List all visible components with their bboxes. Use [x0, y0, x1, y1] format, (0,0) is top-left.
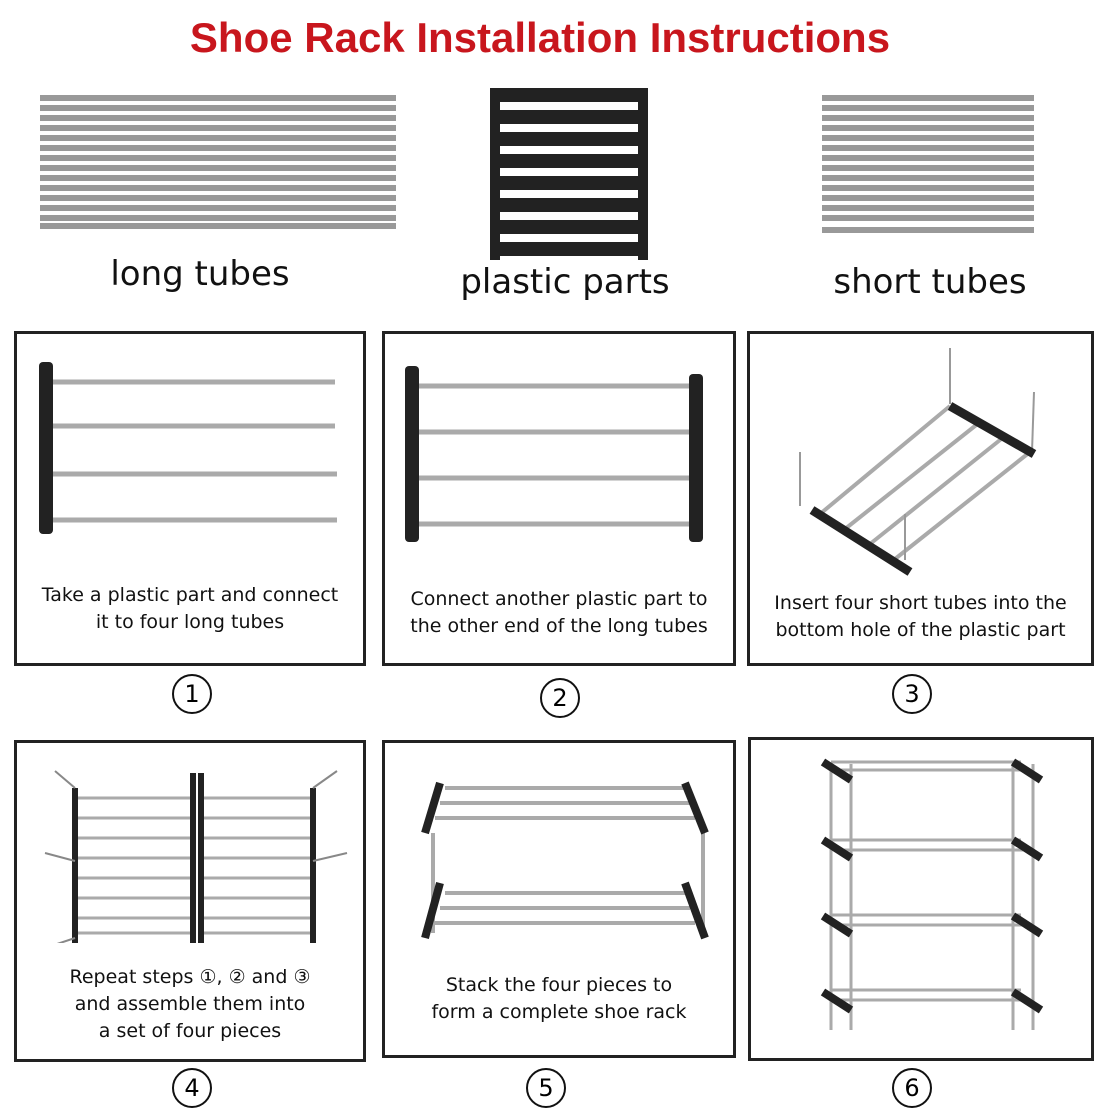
- long-tubes-label: long tubes: [110, 254, 290, 294]
- step-6-number: 6: [892, 1068, 932, 1108]
- step-6-panel: [748, 737, 1094, 1061]
- step-1-panel: Take a plastic part and connect it to fo…: [14, 331, 366, 666]
- step-4-panel: Repeat steps ①, ② and ③ and assemble the…: [14, 740, 366, 1062]
- short-tubes-image: [822, 95, 1034, 233]
- step-1-caption-line-1: Take a plastic part and connect: [41, 584, 339, 606]
- step-4-caption-line-2: and assemble them into: [74, 993, 306, 1015]
- step-2-illustration: [405, 366, 703, 542]
- step-4-illustration: [44, 770, 348, 943]
- step-4-number: 4: [172, 1068, 212, 1108]
- step-2-panel: Connect another plastic part to the othe…: [382, 331, 736, 666]
- step-5-caption-line-2: form a complete shoe rack: [431, 1001, 687, 1023]
- step-2-number: 2: [540, 678, 580, 718]
- page-title: Shoe Rack Installation Instructions: [189, 14, 891, 61]
- step-4-caption-line-1: Repeat steps ①, ② and ③: [69, 966, 311, 988]
- step-3-panel: Insert four short tubes into the bottom …: [747, 331, 1094, 666]
- step-5-panel: Stack the four pieces to form a complete…: [382, 740, 736, 1058]
- step-3-caption-line-2: bottom hole of the plastic part: [775, 619, 1066, 641]
- plastic-parts-label: plastic parts: [460, 262, 670, 302]
- step-4-caption-line-3: a set of four pieces: [98, 1020, 282, 1042]
- step-5-caption-line-1: Stack the four pieces to: [445, 974, 673, 996]
- plastic-parts-image: [490, 88, 648, 260]
- step-2-caption-line-2: the other end of the long tubes: [410, 615, 708, 637]
- step-2-caption-line-1: Connect another plastic part to: [410, 588, 708, 610]
- step-6-illustration: [820, 758, 1044, 1030]
- step-3-illustration: [799, 348, 1037, 576]
- step-1-illustration: [39, 362, 337, 534]
- step-5-illustration: [421, 781, 709, 940]
- short-tubes-label: short tubes: [833, 262, 1027, 302]
- step-1-caption-line-2: it to four long tubes: [95, 611, 285, 633]
- step-3-caption-line-1: Insert four short tubes into the: [774, 592, 1067, 614]
- step-5-number: 5: [526, 1068, 566, 1108]
- step-3-number: 3: [892, 674, 932, 714]
- step-1-number: 1: [172, 674, 212, 714]
- long-tubes-image: [40, 95, 396, 229]
